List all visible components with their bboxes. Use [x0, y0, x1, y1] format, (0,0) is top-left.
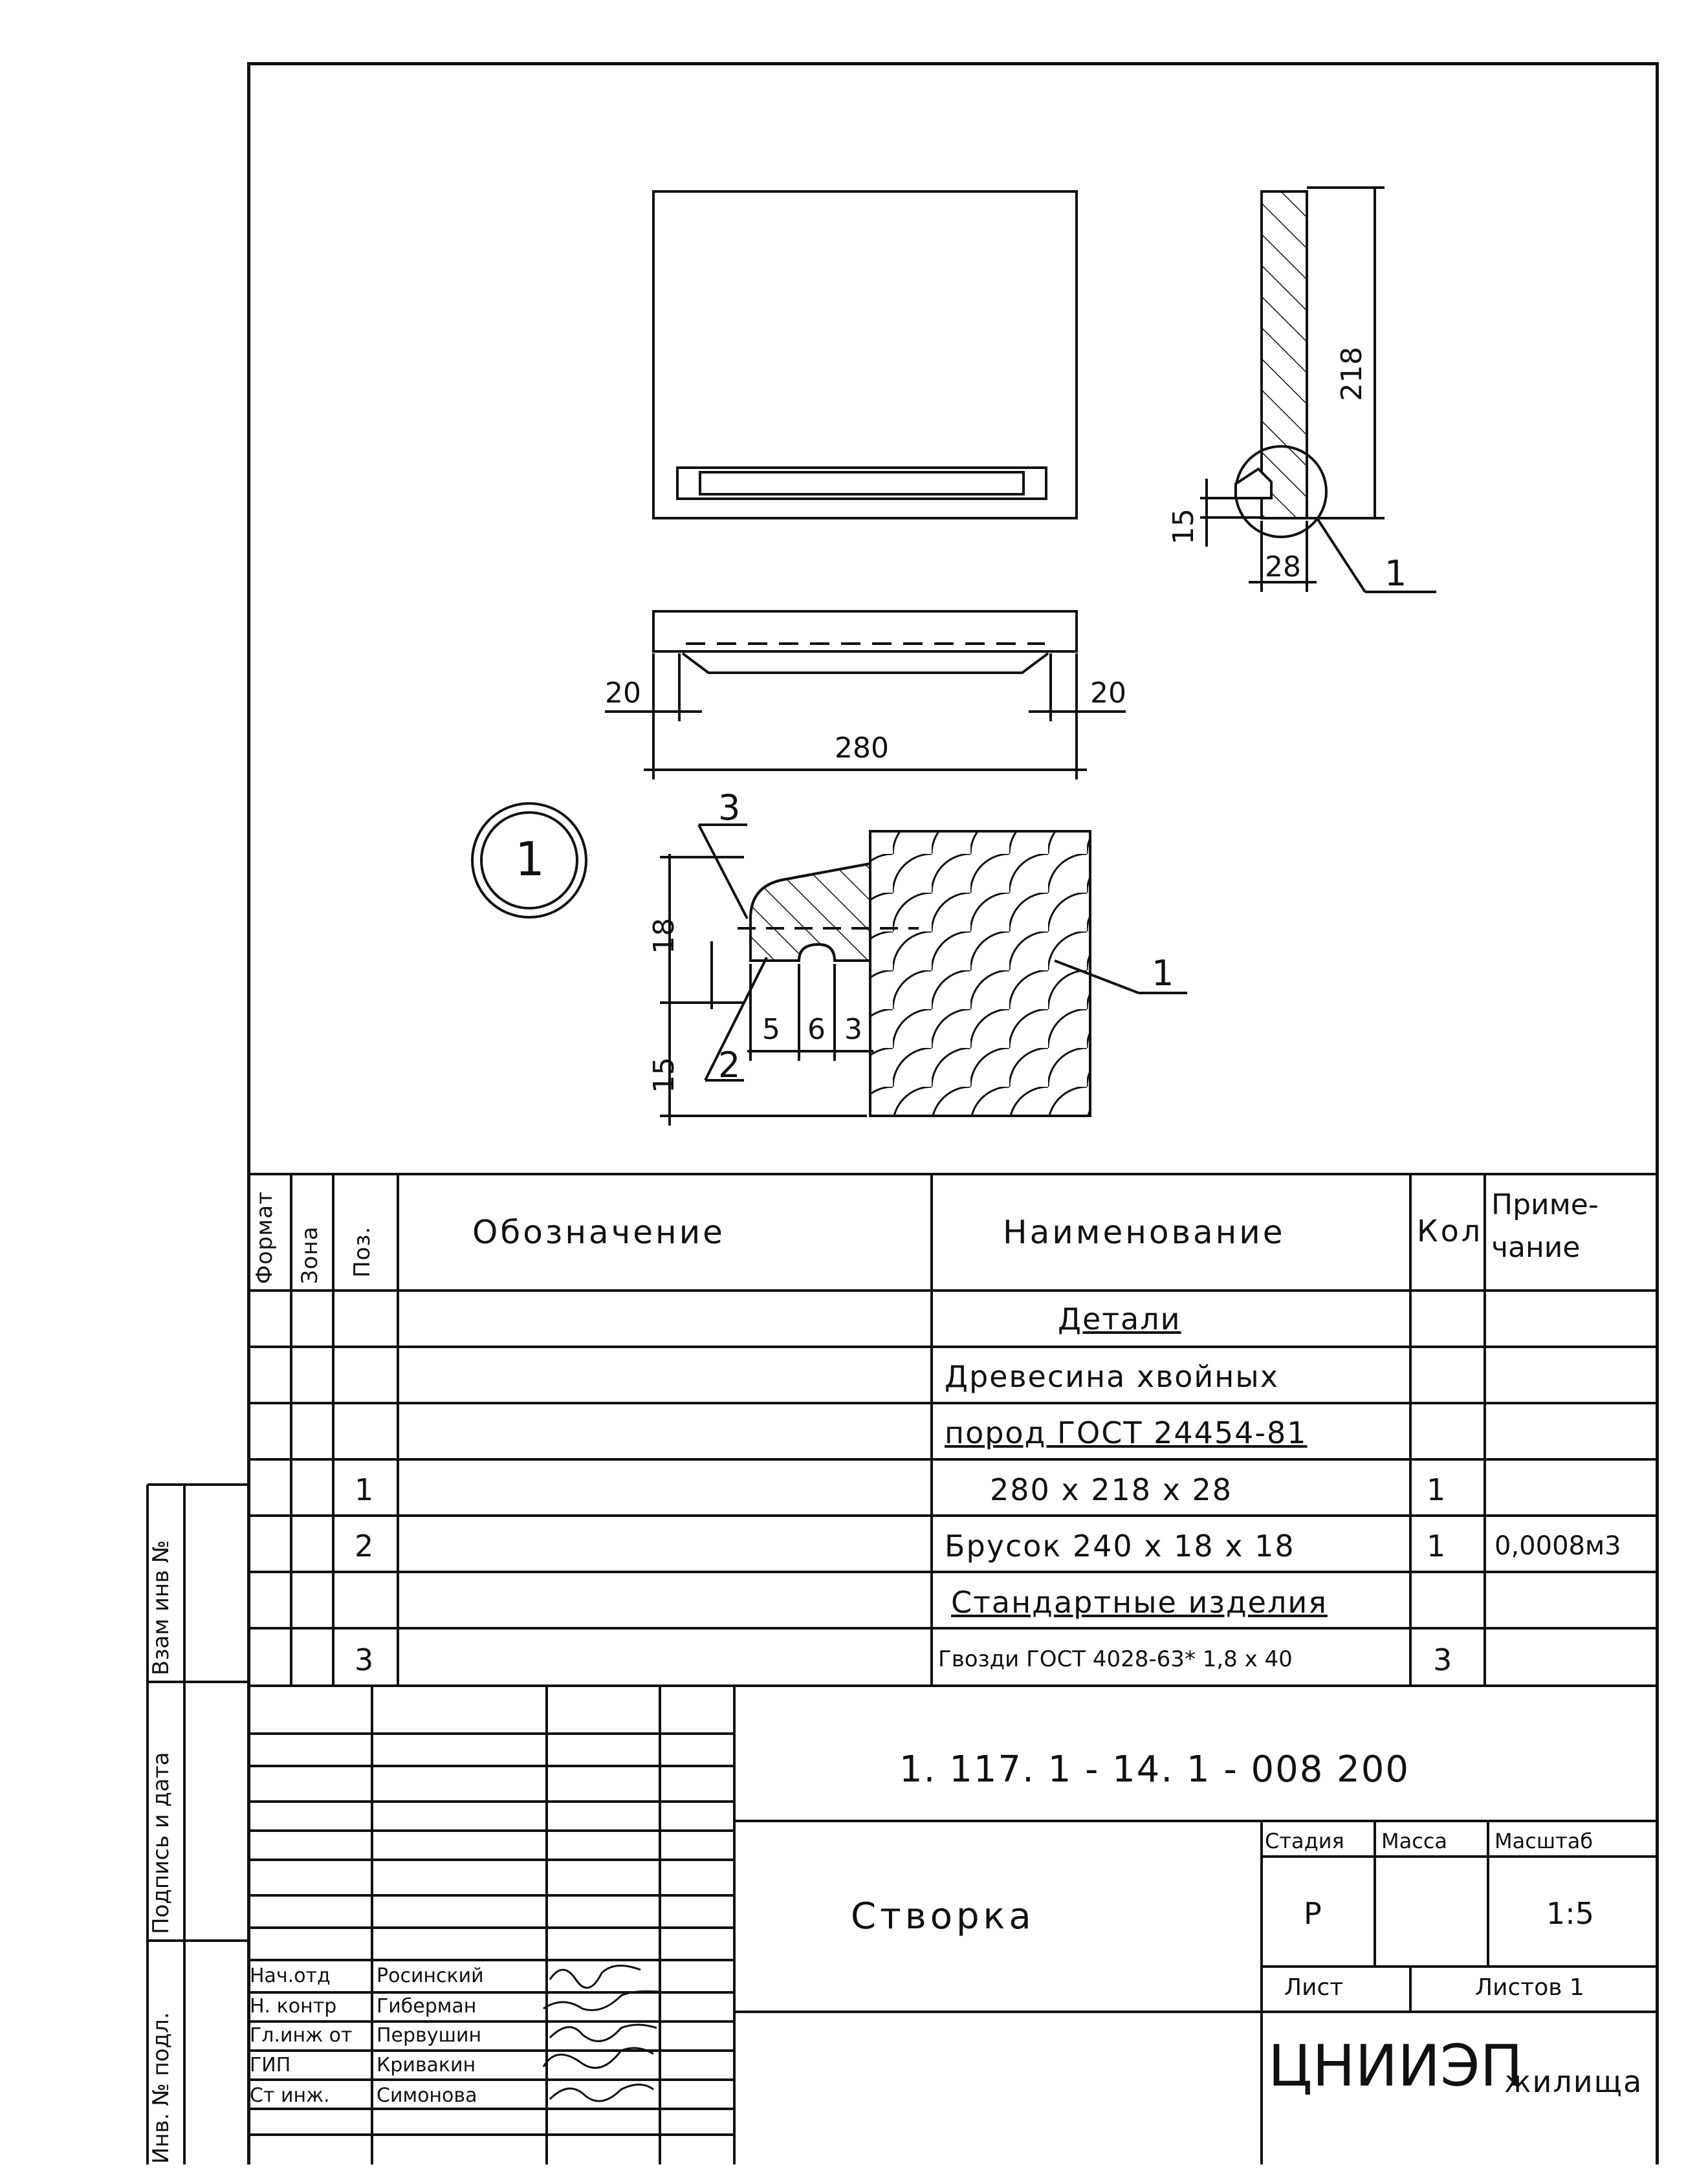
drawing-frame: [247, 62, 1659, 2164]
row-5-name: Стандартные изделия: [951, 1585, 1328, 1620]
row-4-pos: 2: [355, 1529, 375, 1564]
sidebar-inv-orig: Инв. № подл.: [148, 2012, 174, 2164]
callout-pos1-side: 1: [1385, 553, 1407, 594]
callout-pos3: 3: [718, 787, 741, 828]
org-name: ЦНИИЭП: [1268, 2033, 1523, 2099]
row-3-pos: 1: [355, 1472, 375, 1507]
drawing-code: 1. 117. 1 - 14. 1 - 008 200: [899, 1749, 1410, 1791]
detail-section: [660, 823, 1187, 1126]
bottom-view: [605, 610, 1126, 779]
staff-1-role: Н. контр: [250, 1995, 337, 2018]
signature-4: [549, 2084, 654, 2102]
row-4-note: 0,0008м3: [1494, 1531, 1621, 1561]
row-6-pos: 3: [355, 1642, 375, 1677]
callout-pos1-detail: 1: [1152, 953, 1174, 994]
signature-2: [549, 2023, 657, 2042]
header-note: Приме- чание: [1491, 1188, 1599, 1264]
sidebar-lines: [146, 1483, 247, 2164]
dim-20-right: 20: [1090, 677, 1126, 710]
detail-marker-label: 1: [515, 832, 545, 886]
header-designation: Обозначение: [472, 1214, 725, 1251]
header-qty: Кол: [1417, 1214, 1484, 1248]
dim-6: 6: [807, 1013, 826, 1046]
signature-3: [542, 2047, 654, 2069]
row-4-name: Брусок 240 х 18 х 18: [945, 1529, 1295, 1564]
stage-value: Р: [1304, 1896, 1322, 1931]
signature-0: [549, 1965, 641, 1989]
dim-5: 5: [762, 1013, 780, 1046]
staff-2-role: Гл.инж от: [250, 2024, 353, 2047]
side-section: [1200, 186, 1436, 593]
signature-1: [543, 1990, 667, 2011]
org-sub: жилища: [1504, 2064, 1643, 2099]
title-block-lines: [247, 1686, 1656, 2164]
staff-3-role: ГИП: [250, 2054, 291, 2076]
sheets-label: Листов 1: [1475, 1974, 1584, 2001]
staff-2-name: Первушин: [377, 2024, 482, 2047]
row-6-qty: 3: [1433, 1642, 1454, 1677]
sidebar-sign-date: Подпись и дата: [148, 1752, 174, 1934]
drawing-title: Створка: [851, 1895, 1035, 1937]
staff-4-role: Ст инж.: [250, 2084, 330, 2107]
dim-28: 28: [1265, 550, 1301, 583]
row-3-name: 280 х 218 х 28: [990, 1472, 1233, 1507]
front-view: [652, 190, 1078, 519]
staff-3-name: Кривакин: [377, 2054, 476, 2076]
row-3-qty: 1: [1427, 1472, 1447, 1507]
row-0-name: Детали: [1058, 1302, 1181, 1336]
row-4-qty: 1: [1427, 1529, 1447, 1564]
staff-1-name: Гиберман: [377, 1995, 477, 2018]
dim-3: 3: [844, 1013, 862, 1046]
scale-label: Масштаб: [1494, 1829, 1593, 1853]
staff-4-name: Симонова: [377, 2084, 477, 2107]
header-name: Наименование: [1003, 1214, 1286, 1251]
sidebar-replaced-inv: Взам инв №: [148, 1540, 174, 1675]
spec-table-lines: [247, 1173, 1656, 1687]
staff-0-role: Нач.отд: [250, 1965, 331, 1987]
staff-0-name: Росинский: [377, 1965, 484, 1987]
sheet-label: Лист: [1284, 1974, 1344, 2001]
row-2-name: пород ГОСТ 24454-81: [945, 1415, 1308, 1450]
row-6-name: Гвозди ГОСТ 4028-63* 1,8 х 40: [938, 1646, 1293, 1672]
callout-pos2: 2: [718, 1045, 741, 1085]
stage-label: Стадия: [1265, 1829, 1344, 1853]
mass-label: Масса: [1381, 1829, 1448, 1853]
scale-value: 1:5: [1546, 1896, 1595, 1931]
dim-280: 280: [835, 732, 889, 765]
dim-20-left: 20: [605, 677, 641, 710]
detail-marker: [471, 802, 587, 919]
row-1-name: Древесина хвойных: [945, 1359, 1279, 1394]
